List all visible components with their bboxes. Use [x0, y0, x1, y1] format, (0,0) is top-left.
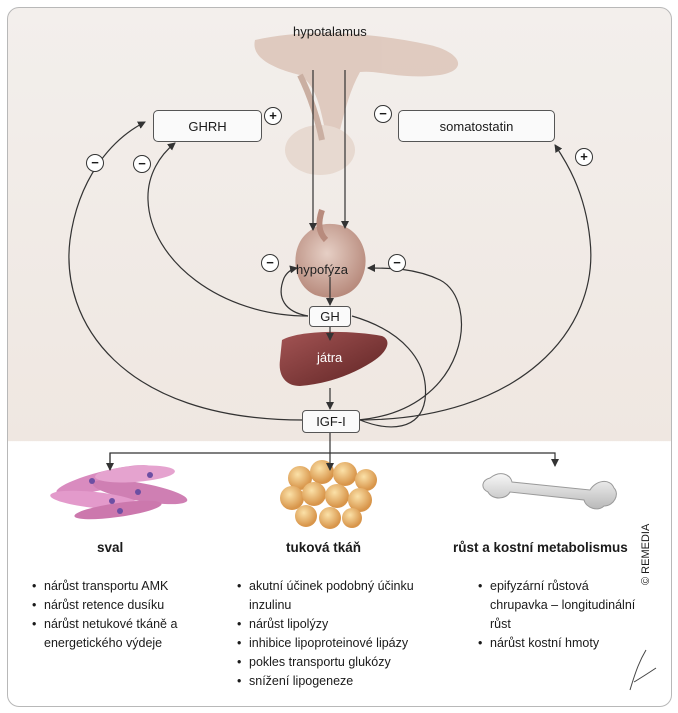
ghrh-box: GHRH [153, 110, 262, 142]
list-item: inhibice lipoproteinové lipázy [237, 634, 457, 653]
pituitary-gland [295, 209, 366, 298]
copyright-credit: © REMEDIA [640, 523, 652, 585]
arrow-gh-to-ghrh [147, 142, 309, 317]
muscle-effects-list: nárůst transportu AMK nárůst retence dus… [32, 577, 222, 653]
muscle-illustration [50, 465, 188, 520]
hypothalamus-illustration [254, 33, 459, 175]
hypothalamus-label: hypotalamus [293, 24, 367, 39]
gh-box: GH [309, 306, 351, 327]
list-item: akutní účinek podobný účinku inzulinu [237, 577, 457, 615]
igf-somatostatin-plus-sign: + [575, 148, 593, 166]
gh-pituitary-minus-sign: − [261, 254, 279, 272]
bone-illustration [482, 473, 617, 510]
list-item: snížení lipogeneze [237, 672, 457, 691]
somatostatin-box: somatostatin [398, 110, 555, 142]
list-item: epifyzární růstová chrupavka – longitudi… [478, 577, 638, 634]
arrow-gh-to-pituitary [280, 265, 309, 317]
ghrh-plus-sign: + [264, 107, 282, 125]
signature [629, 649, 657, 691]
arrow-gh-to-fat-curve [351, 315, 427, 428]
muscle-heading: sval [97, 540, 124, 555]
list-item: nárůst kostní hmoty [478, 634, 638, 653]
list-item: nárůst lipolýzy [237, 615, 457, 634]
liver-label: játra [317, 350, 343, 365]
igf-pituitary-minus-sign: − [388, 254, 406, 272]
bone-heading: růst a kostní metabolismus [453, 540, 628, 555]
list-item: nárůst transportu AMK [32, 577, 222, 596]
pituitary-label: hypofýza [296, 262, 349, 277]
list-item: nárůst retence dusíku [32, 596, 222, 615]
gh-feedback-minus-sign: − [133, 155, 151, 173]
arrow-igf-to-somatostatin [357, 144, 592, 421]
somatostatin-minus-sign: − [374, 105, 392, 123]
igf-box: IGF-I [302, 410, 360, 433]
fat-heading: tuková tkáň [286, 540, 362, 555]
list-item: pokles transportu glukózy [237, 653, 457, 672]
fat-illustration [280, 460, 377, 529]
list-item: nárůst netukové tkáně a energetického vý… [32, 615, 222, 653]
arrow-igf-to-ghrh [68, 121, 304, 421]
pathway-arrows [68, 70, 592, 471]
fat-effects-list: akutní účinek podobný účinku inzulinu ná… [237, 577, 457, 691]
liver-illustration [279, 331, 388, 386]
igf-feedback-minus-sign: − [86, 154, 104, 172]
bone-effects-list: epifyzární růstová chrupavka – longitudi… [478, 577, 638, 653]
